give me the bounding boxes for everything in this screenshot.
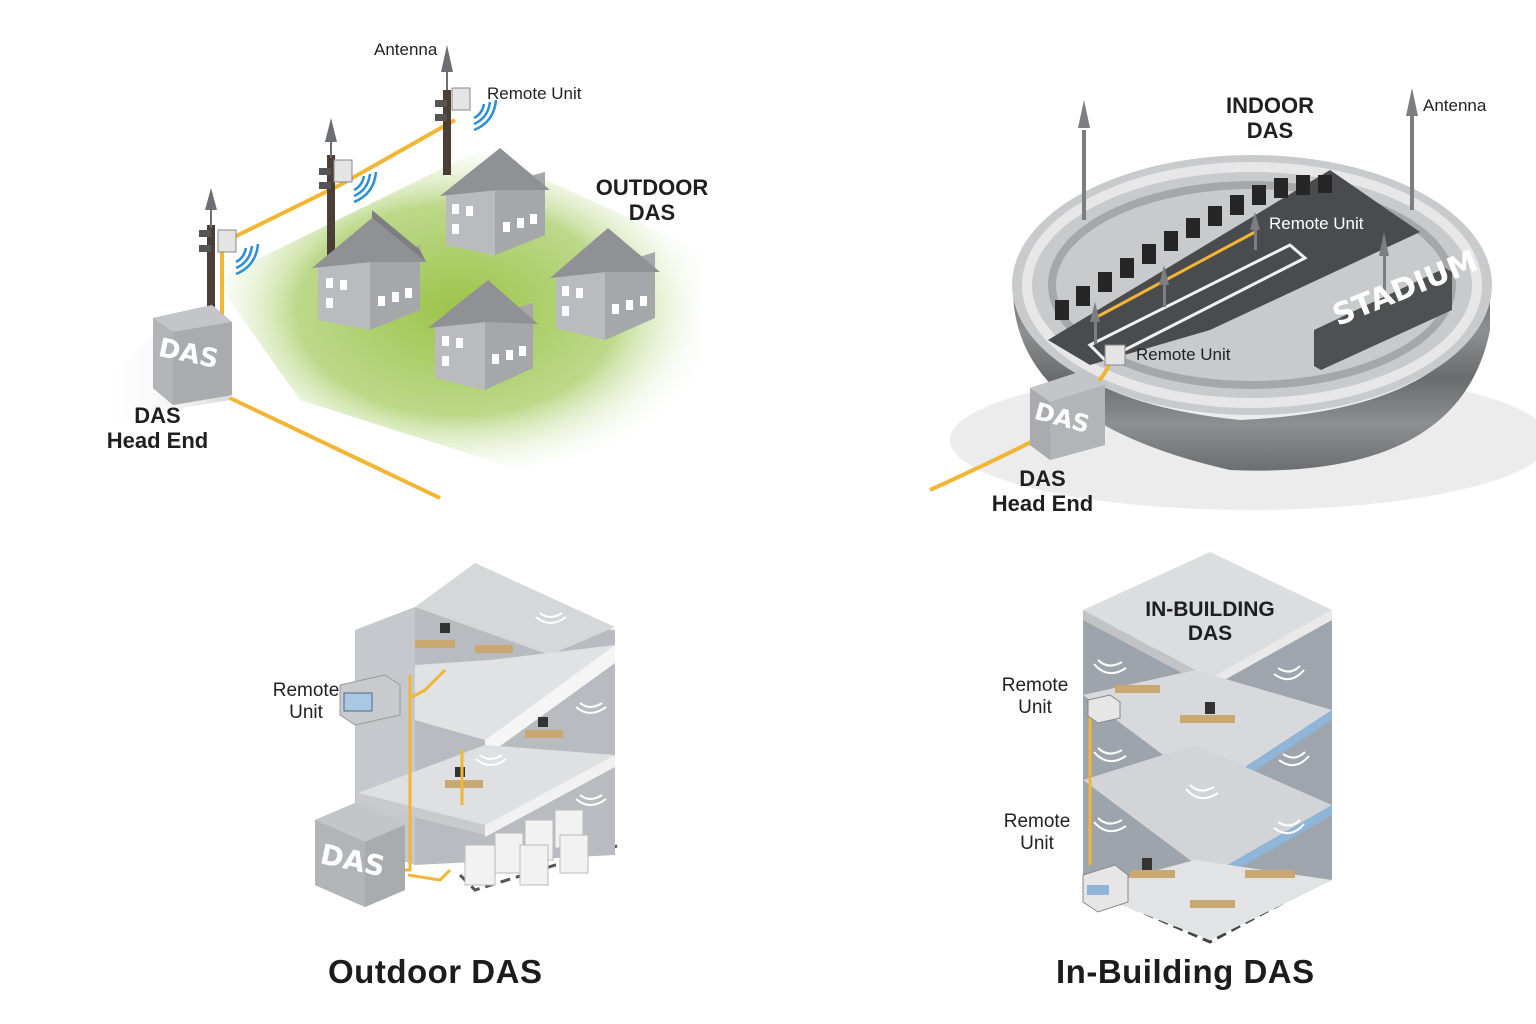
antenna-icon	[1078, 88, 1418, 344]
title-line-1: OUTDOOR	[595, 175, 709, 200]
remote-unit-icon	[1104, 344, 1126, 366]
title-line-1: INDOOR	[1226, 93, 1314, 118]
remote-unit-line-1: Remote	[1003, 811, 1071, 832]
remote-unit-label-lower: Remote Unit	[1136, 345, 1231, 364]
building-cutaway-illustration	[315, 563, 621, 907]
signal-waves-icon	[235, 99, 498, 276]
remote-unit-icon	[217, 87, 471, 253]
office-desk-icon	[415, 640, 563, 788]
head-end-line-1: DAS	[1019, 466, 1066, 491]
indoor-das-title: INDOOR DAS	[1210, 93, 1330, 144]
title-line-1: IN-BUILDING	[1145, 598, 1275, 621]
remote-unit-icon	[1082, 694, 1129, 913]
remote-unit-label-lower: Remote Unit	[992, 811, 1082, 855]
remote-unit-line-2: Unit	[1020, 832, 1054, 854]
remote-unit-label: Remote Unit	[258, 680, 354, 724]
utility-pole-icon	[319, 118, 337, 290]
stadium-wall	[1012, 285, 1490, 471]
outdoor-das-title: OUTDOOR DAS	[588, 175, 716, 226]
stadium-illustration	[929, 88, 1536, 510]
house-icon	[440, 148, 550, 255]
remote-unit-label: Remote Unit	[487, 84, 582, 103]
remote-unit-label-upper: Remote Unit	[1269, 214, 1364, 233]
stadium-field	[1048, 170, 1420, 365]
in-building-panel: IN-BUILDING DAS Remote Unit Remote Unit	[980, 540, 1360, 960]
roof	[1083, 552, 1332, 678]
house-icon	[550, 228, 660, 340]
stadium-windows	[1055, 175, 1332, 320]
signal-waves-icon	[1093, 659, 1310, 835]
antenna-label: Antenna	[1423, 96, 1487, 115]
in-building-caption: In-Building DAS	[1056, 953, 1315, 990]
title-line-2: DAS	[1246, 118, 1294, 144]
outdoor-das-panel: DAS Antenna Remote Unit OUTDOOR DAS DAS …	[0, 0, 760, 520]
floor-slab	[415, 645, 615, 740]
remote-unit-label-upper: Remote Unit	[990, 675, 1080, 719]
remote-unit-line-1: Remote	[1001, 675, 1069, 696]
floor-slab	[1083, 745, 1332, 875]
das-box-icon	[153, 305, 232, 405]
stadium-sign	[1314, 268, 1452, 370]
utility-pole-icon	[435, 45, 453, 175]
roof	[415, 563, 615, 655]
outdoor-das-caption: Outdoor DAS	[328, 953, 543, 990]
in-building-illustration	[1082, 552, 1332, 944]
floor-slab	[358, 745, 615, 825]
office-desk-icon	[1115, 685, 1295, 908]
remote-unit-line-2: Unit	[289, 701, 323, 723]
das-box-icon	[1030, 370, 1105, 460]
outdoor-building-panel: DAS Remote Unit	[240, 545, 660, 1005]
remote-unit-line-1: Remote	[272, 680, 340, 701]
head-end-line-1: DAS	[134, 403, 181, 428]
signal-waves-icon	[475, 612, 607, 806]
server-rack-icon	[464, 809, 589, 886]
floor-slab	[1083, 670, 1332, 790]
in-building-title: IN-BUILDING DAS	[1130, 598, 1290, 646]
title-line-2: DAS	[628, 200, 676, 226]
head-end-label: DAS Head End	[100, 403, 215, 454]
fiber-cable	[1094, 230, 1256, 320]
house-icon	[428, 280, 538, 390]
head-end-line-2: Head End	[106, 428, 209, 454]
indoor-das-panel: STADIUM DAS INDOOR DAS Antenna Remote Un…	[900, 0, 1536, 530]
remote-unit-icon	[339, 674, 401, 726]
head-end-line-2: Head End	[991, 491, 1094, 517]
outdoor-das-illustration	[100, 45, 700, 500]
title-line-2: DAS	[1187, 622, 1233, 646]
remote-unit-line-2: Unit	[1018, 696, 1052, 718]
head-end-label: DAS Head End	[985, 466, 1100, 517]
das-box-icon	[315, 803, 405, 907]
house-icon	[312, 210, 426, 330]
antenna-label: Antenna	[374, 40, 438, 59]
